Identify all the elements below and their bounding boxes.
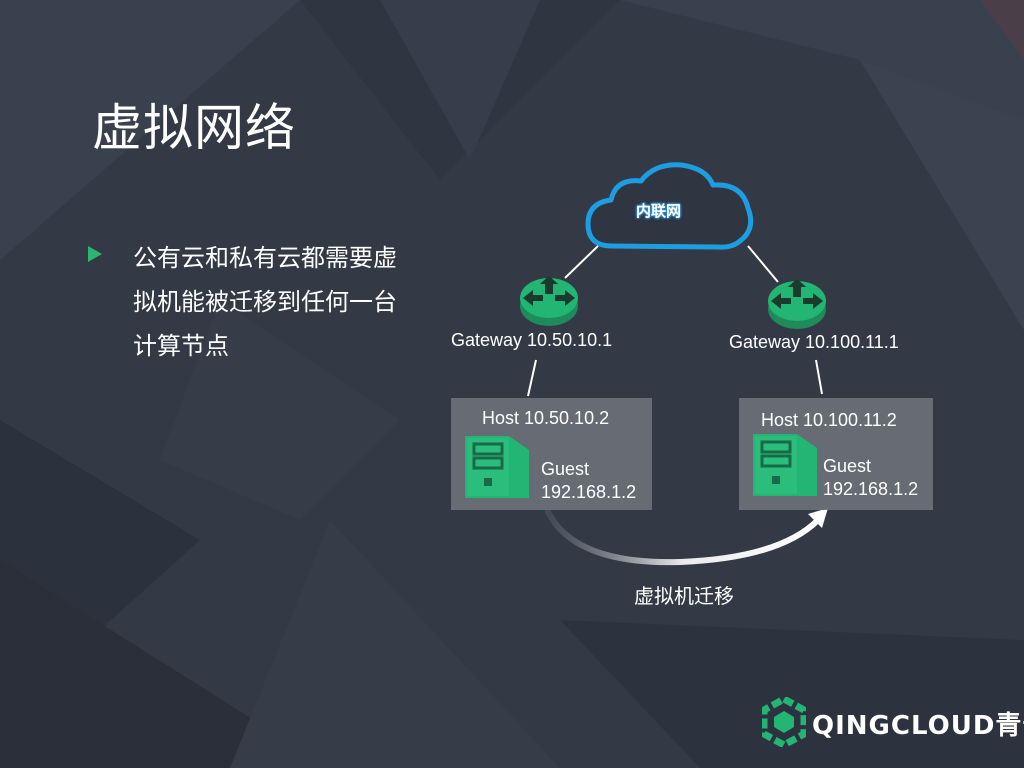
guest-right: Guest 192.168.1.2 — [823, 455, 918, 501]
migration-arrow — [545, 508, 828, 566]
migration-label: 虚拟机迁移 — [634, 584, 734, 608]
cloud-to-gateway-right-line — [747, 245, 779, 283]
qingcloud-logo-icon — [762, 697, 806, 747]
server-icon — [465, 436, 529, 498]
intranet-cloud-icon — [585, 162, 754, 250]
gateway-to-host-right-line — [815, 359, 823, 395]
cloud-to-gateway-left-line — [564, 245, 599, 279]
guest-right-label: Guest — [823, 456, 872, 476]
host-left-label: Host 10.50.10.2 — [482, 408, 610, 428]
bullet-text: 公有云和私有云都需要虚拟机能被迁移到任何一台计算节点 — [133, 244, 397, 360]
gateway-to-host-left-line — [527, 359, 537, 397]
guest-left-label: Guest — [541, 459, 590, 479]
router-icon — [768, 279, 826, 329]
guest-right-ip: 192.168.1.2 — [823, 479, 919, 499]
brand-name: QINGCLOUD青云 — [812, 711, 1024, 741]
slide-title: 虚拟网络 — [92, 99, 296, 157]
guest-left: Guest 192.168.1.2 — [541, 458, 636, 504]
gateway-right-label: Gateway 10.100.11.1 — [729, 332, 899, 352]
router-icon — [520, 276, 578, 326]
host-right-label: Host 10.100.11.2 — [761, 410, 897, 430]
guest-left-ip: 192.168.1.2 — [541, 482, 637, 502]
gateway-left-label: Gateway 10.50.10.1 — [451, 330, 613, 350]
server-icon — [753, 434, 817, 496]
bullet-arrow-icon — [88, 246, 102, 262]
cloud-label: 内联网 — [636, 202, 682, 220]
